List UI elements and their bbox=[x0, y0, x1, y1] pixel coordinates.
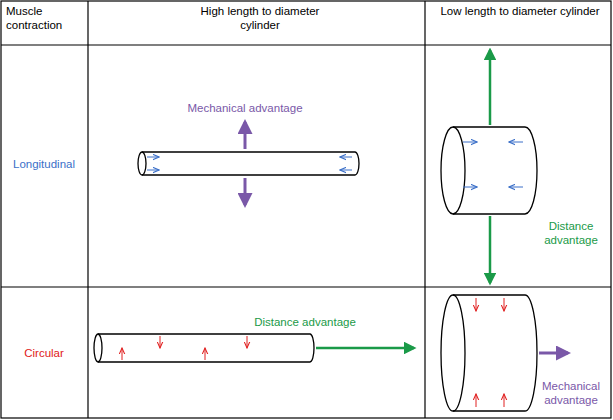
advantage-label: Mechanical advantage bbox=[185, 102, 305, 116]
advantage-label: Distance advantage bbox=[535, 220, 607, 248]
longitudinal-force-arrows bbox=[147, 157, 352, 170]
longitudinal-force-arrows bbox=[463, 142, 523, 187]
circular-force-arrows bbox=[476, 298, 504, 407]
column-heading: High length to diameter cylinder bbox=[180, 5, 340, 33]
distance-advantage-arrow bbox=[489, 50, 492, 283]
row-heading: Longitudinal bbox=[4, 158, 84, 172]
short-cylinder bbox=[441, 295, 537, 411]
advantage-label: Mechanical advantage bbox=[535, 380, 607, 408]
short-cylinder bbox=[441, 127, 537, 214]
column-heading: Low length to diameter cylinder bbox=[440, 5, 600, 19]
mechanical-advantage-arrow bbox=[539, 352, 568, 355]
advantage-label: Distance advantage bbox=[245, 316, 365, 330]
long-cylinder bbox=[138, 152, 359, 175]
long-cylinder bbox=[94, 334, 314, 362]
distance-advantage-arrow bbox=[316, 347, 414, 350]
row-heading: Circular bbox=[4, 347, 84, 361]
column-heading: Muscle contraction bbox=[6, 5, 84, 33]
circular-force-arrows bbox=[122, 336, 247, 360]
mechanical-advantage-arrow bbox=[244, 122, 247, 205]
